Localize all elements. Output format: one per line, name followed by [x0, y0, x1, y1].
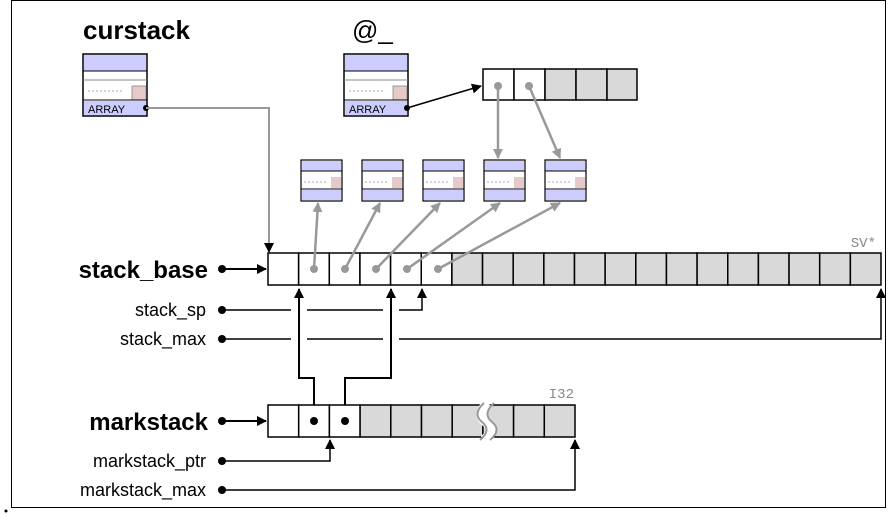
array-cell — [818, 252, 852, 286]
array-cell — [788, 252, 821, 286]
sv-type-label: SV* — [851, 236, 876, 252]
at-elem-1-pointer — [527, 85, 562, 159]
array-cell — [849, 252, 882, 286]
corner-dot — [4, 509, 8, 513]
stack-max-label: stack_max — [120, 329, 206, 350]
array-cell — [635, 252, 668, 286]
array-cell — [267, 404, 300, 438]
stack-sp-pointer — [399, 288, 427, 311]
stack-cell-2-pointer — [375, 202, 441, 270]
stack-max-pointer — [399, 288, 886, 340]
array-cell — [543, 252, 576, 286]
at-underscore-array-pointer — [406, 83, 482, 109]
curstack-av-box: ARRAY — [82, 53, 149, 117]
at-underscore-av-box: ARRAY — [343, 53, 410, 117]
curstack-title: curstack — [83, 15, 190, 45]
sv-box — [422, 159, 465, 202]
array-cell — [390, 404, 423, 438]
mark-0-pointer — [294, 288, 315, 420]
array-cell — [665, 252, 698, 286]
curstack-array-pointer — [146, 107, 274, 253]
array-cell — [604, 252, 637, 286]
stack-base-label: stack_base — [79, 257, 208, 284]
array-cell — [512, 252, 545, 286]
markstack-ptr-label: markstack_ptr — [93, 451, 206, 472]
sv-box — [300, 159, 343, 202]
stack-cell-0-pointer — [312, 202, 323, 270]
i32-type-label: I32 — [549, 387, 574, 403]
sv-box — [361, 159, 404, 202]
at-underscore-array-tag: ARRAY — [349, 104, 387, 116]
stack-cell-3-pointer — [406, 201, 501, 271]
stack-cell-4-pointer — [437, 201, 561, 271]
stack-sp-label: stack_sp — [135, 300, 206, 321]
array-cell — [512, 404, 546, 438]
array-cell — [481, 252, 514, 286]
markstack-max-label: markstack_max — [80, 480, 206, 501]
array-break-symbol — [476, 399, 498, 444]
sv-stack-array — [267, 252, 882, 286]
array-cell — [359, 404, 392, 438]
i32-stack-array — [267, 404, 576, 438]
array-cell — [696, 252, 729, 286]
markstack-max-pointer — [222, 439, 580, 491]
sv-box — [483, 159, 526, 202]
at-underscore-title: @_ — [352, 15, 393, 45]
array-cell — [267, 252, 300, 286]
curstack-array-tag: ARRAY — [88, 104, 126, 116]
array-cell — [727, 252, 760, 286]
array-cell — [543, 404, 576, 438]
at-underscore-array — [482, 68, 638, 101]
mark-1-pointer — [344, 288, 396, 420]
array-cell — [420, 404, 453, 438]
array-cell — [757, 252, 790, 286]
array-cell — [573, 252, 606, 286]
stack-cell-1-pointer — [343, 202, 382, 270]
sv-box — [544, 159, 587, 202]
markstack-label: markstack — [89, 409, 208, 436]
markstack-ptr-pointer — [222, 439, 335, 462]
